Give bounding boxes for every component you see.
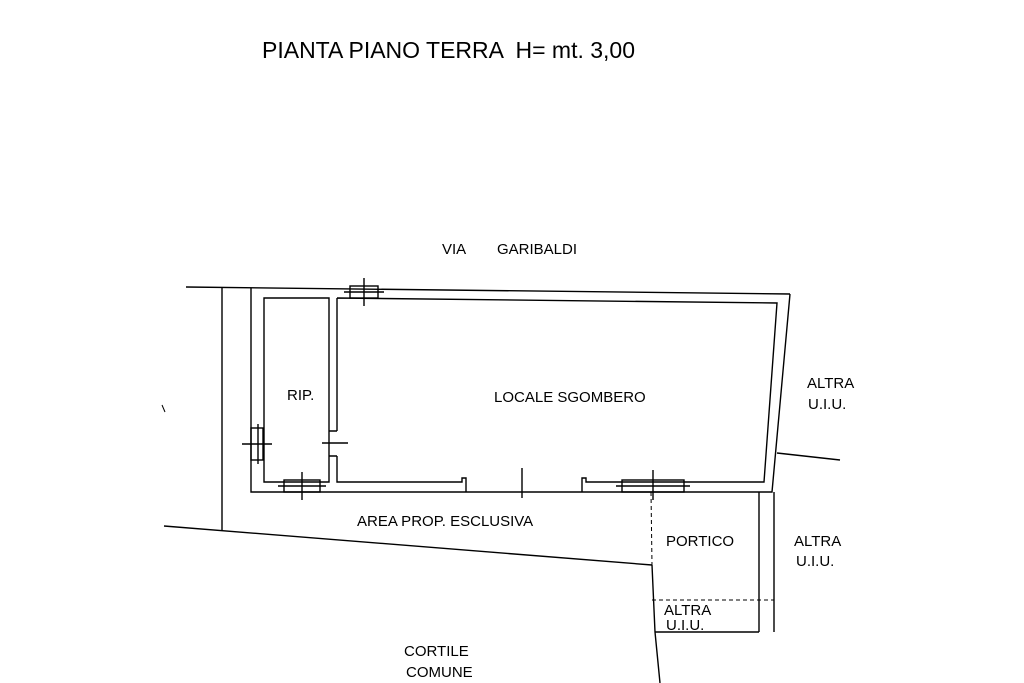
window-bottom-left-mark [278, 472, 326, 500]
building-inner-wall [263, 297, 330, 483]
window-top-mark [344, 278, 384, 306]
unit-label-low-1: ALTRA [664, 602, 711, 619]
courtyard-label-2: COMUNE [406, 664, 473, 681]
main-room-inner-wall [336, 297, 778, 492]
unit-label-low-2: U.I.U. [666, 617, 704, 634]
window-left-mark [242, 424, 272, 464]
room-label-rip: RIP. [287, 387, 314, 404]
portico-dashed-left [650, 491, 653, 566]
area-label: AREA PROP. ESCLUSIVA [357, 513, 533, 530]
lower-lot-line [163, 525, 653, 566]
unit-label-right-1: ALTRA [807, 375, 854, 392]
room-label-main: LOCALE SGOMBERO [494, 389, 646, 406]
portico-right-wall [758, 492, 775, 632]
street-boundary-line [185, 286, 791, 295]
plan-title: PIANTA PIANO TERRA H= mt. 3,00 [262, 37, 635, 63]
portico-left-line [651, 564, 661, 683]
street-label-name: GARIBALDI [497, 241, 577, 258]
building-outer-wall [250, 288, 791, 493]
unit-label-right-2: U.I.U. [808, 396, 846, 413]
street-label-via: VIA [442, 241, 466, 258]
unit-label-mid-2: U.I.U. [796, 553, 834, 570]
portico-label: PORTICO [666, 533, 734, 550]
partition-door-gap [329, 430, 337, 457]
right-boundary-line [776, 452, 841, 461]
courtyard-label-1: CORTILE [404, 643, 469, 660]
tick-mark [161, 404, 166, 413]
window-bottom-right-mark [616, 470, 690, 500]
unit-label-mid-1: ALTRA [794, 533, 841, 550]
